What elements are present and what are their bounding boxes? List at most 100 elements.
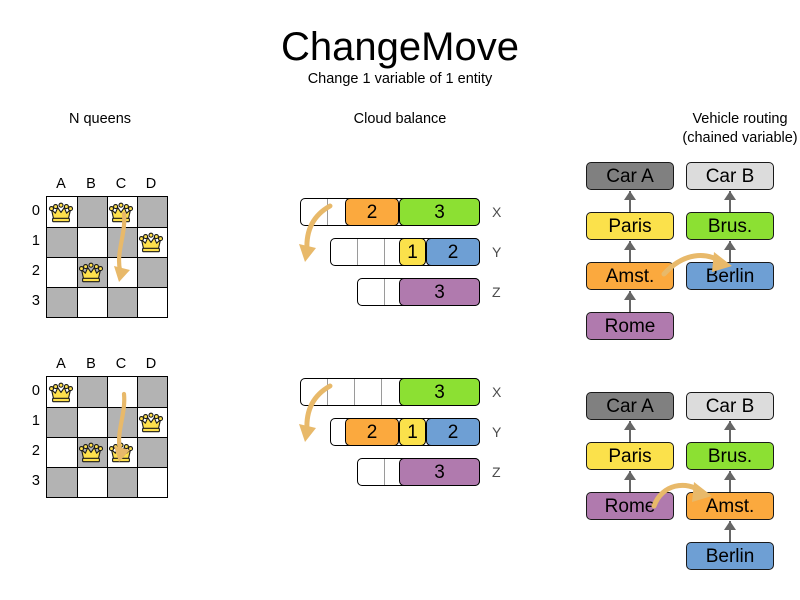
routing-node-berlin[interactable]: Berlin (686, 542, 774, 570)
board-cell-D3[interactable] (137, 467, 167, 497)
board-gridline (47, 437, 167, 438)
capacity-tick (384, 279, 385, 305)
board-column-label-B: B (86, 176, 96, 192)
board-cell-D2[interactable] (137, 257, 167, 287)
board-cell-B3[interactable] (77, 287, 107, 317)
cloud-process[interactable]: 2 (426, 238, 480, 266)
routing-move-arrow (661, 252, 732, 277)
board-column-label-A: A (56, 176, 66, 192)
board-cell-C3[interactable] (107, 467, 137, 497)
board-cell-B1[interactable] (77, 407, 107, 437)
board-gridline (47, 467, 167, 468)
routing-arrowhead (624, 421, 636, 430)
cloud-computer-label-X: X (492, 384, 502, 400)
capacity-tick (354, 379, 355, 405)
queen-piece[interactable] (136, 406, 166, 436)
routing-node-brus[interactable]: Brus. (686, 212, 774, 240)
board-cell-B1[interactable] (77, 227, 107, 257)
board-row-label-1: 1 (31, 413, 40, 429)
board-cell-B0[interactable] (77, 197, 107, 227)
board-row-label-2: 2 (31, 263, 40, 279)
cloud-computer-label-Y: Y (492, 244, 502, 260)
board-cell-C0[interactable] (107, 377, 137, 407)
section-title-nqueens: N queens (68, 111, 132, 127)
board-column-label-D: D (145, 356, 157, 372)
queen-piece[interactable] (136, 226, 166, 256)
board-gridline (137, 197, 138, 317)
capacity-tick (327, 199, 328, 225)
board-cell-D0[interactable] (137, 197, 167, 227)
cloud-process[interactable]: 3 (399, 378, 480, 406)
board-cell-A3[interactable] (47, 467, 77, 497)
cloud-process[interactable]: 1 (399, 418, 426, 446)
capacity-tick (357, 239, 358, 265)
queen-move-arrow (114, 211, 130, 282)
routing-node-carb[interactable]: Car B (686, 392, 774, 420)
cloud-computer-Z[interactable]: 3 (357, 458, 480, 486)
cloud-computer-X[interactable]: 3 (300, 378, 480, 406)
cloud-computer-Z[interactable]: 3 (357, 278, 480, 306)
routing-node-cara[interactable]: Car A (586, 162, 674, 190)
routing-arrowhead (624, 191, 636, 200)
routing-arrowhead (724, 191, 736, 200)
queen-piece[interactable] (106, 196, 136, 226)
cloud-process[interactable]: 2 (345, 198, 399, 226)
routing-arrowhead (624, 241, 636, 250)
cloud-process[interactable]: 2 (426, 418, 480, 446)
routing-node-brus[interactable]: Brus. (686, 442, 774, 470)
board-column-label-C: C (115, 176, 127, 192)
board-gridline (47, 257, 167, 258)
board-cell-A1[interactable] (47, 407, 77, 437)
board-cell-A2[interactable] (47, 257, 77, 287)
routing-edge (628, 241, 632, 262)
board-column-label-B: B (86, 356, 96, 372)
board-cell-A1[interactable] (47, 227, 77, 257)
board-gridline (137, 377, 138, 497)
cloud-computer-label-Z: Z (492, 464, 501, 480)
routing-node-cara[interactable]: Car A (586, 392, 674, 420)
queen-piece[interactable] (76, 256, 106, 286)
board-column-label-D: D (145, 176, 157, 192)
routing-node-amst[interactable]: Amst. (586, 262, 674, 290)
routing-node-paris[interactable]: Paris (586, 442, 674, 470)
board-cell-C3[interactable] (107, 287, 137, 317)
board-cell-A3[interactable] (47, 287, 77, 317)
board-row-label-3: 3 (31, 293, 40, 309)
queen-piece[interactable] (46, 376, 76, 406)
cloud-computer-label-Z: Z (492, 284, 501, 300)
cloud-computer-label-X: X (492, 204, 502, 220)
page-title: ChangeMove (281, 25, 519, 69)
board-cell-D3[interactable] (137, 287, 167, 317)
routing-edge (728, 241, 732, 262)
cloud-process[interactable]: 3 (399, 278, 480, 306)
routing-node-carb[interactable]: Car B (686, 162, 774, 190)
routing-edge (628, 291, 632, 312)
page-subtitle: Change 1 variable of 1 entity (307, 71, 493, 87)
board-cell-D0[interactable] (137, 377, 167, 407)
board-cell-A2[interactable] (47, 437, 77, 467)
routing-node-paris[interactable]: Paris (586, 212, 674, 240)
board-cell-D2[interactable] (137, 437, 167, 467)
routing-node-berlin[interactable]: Berlin (686, 262, 774, 290)
queen-piece[interactable] (46, 196, 76, 226)
board-gridline (47, 287, 167, 288)
cloud-process[interactable]: 3 (399, 458, 480, 486)
board-row-label-0: 0 (31, 203, 40, 219)
routing-arrowhead (724, 421, 736, 430)
routing-node-rome[interactable]: Rome (586, 312, 674, 340)
routing-edge (728, 521, 732, 542)
queen-piece[interactable] (76, 436, 106, 466)
routing-edge (628, 191, 632, 212)
section-title-routing-line1: Vehicle routing (692, 111, 788, 127)
cloud-process[interactable]: 3 (399, 198, 480, 226)
cloud-process[interactable]: 1 (399, 238, 426, 266)
chessboard-grid (46, 376, 168, 498)
board-cell-B3[interactable] (77, 467, 107, 497)
board-column-label-C: C (115, 356, 127, 372)
cloud-process[interactable]: 2 (345, 418, 399, 446)
board-cell-B0[interactable] (77, 377, 107, 407)
capacity-tick (384, 459, 385, 485)
